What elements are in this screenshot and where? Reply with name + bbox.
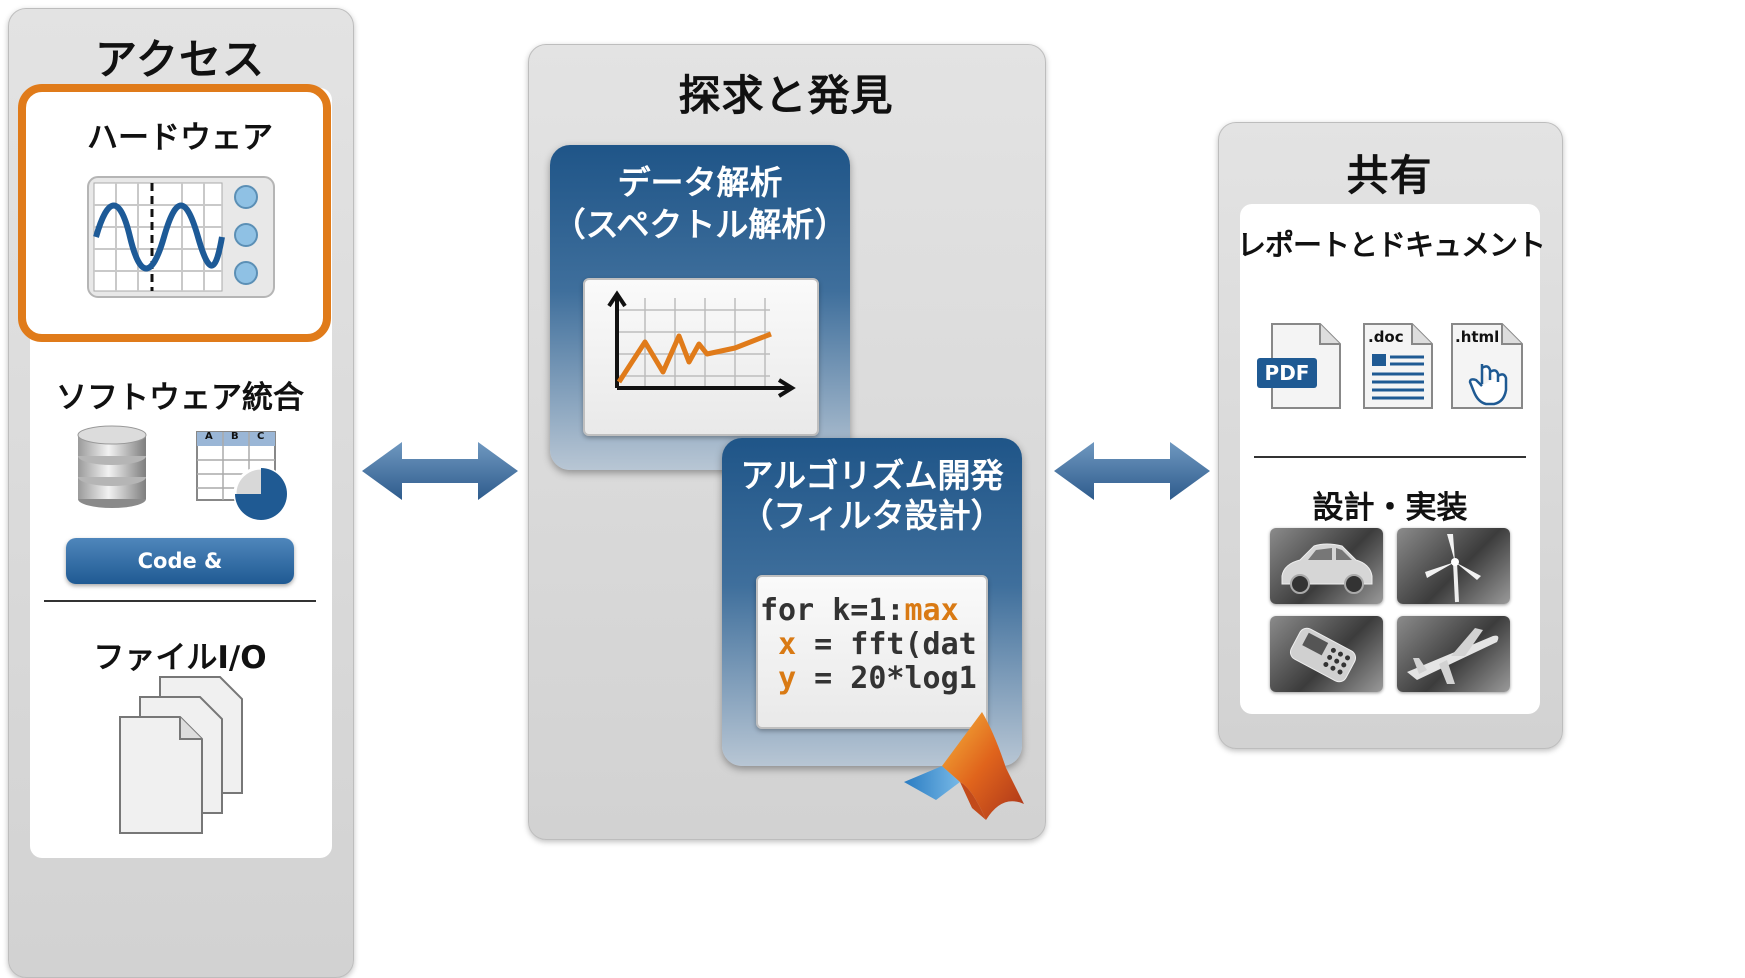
html-label: .html xyxy=(1455,328,1500,346)
doc-label: .doc xyxy=(1368,328,1404,346)
explore-title: 探求と発見 xyxy=(678,71,894,120)
html-document-icon xyxy=(1451,323,1523,409)
mobile-phone-icon xyxy=(1289,627,1357,683)
code-applications-button[interactable]: Code & Applications xyxy=(66,538,294,619)
data-analysis-title: データ解析 xyxy=(617,163,783,202)
double-arrow-left-icon xyxy=(362,442,518,500)
code-line-1: for k=1:max xyxy=(760,593,959,628)
oscilloscope-icon xyxy=(87,176,275,298)
file-io-label: ファイルI/O xyxy=(93,640,267,676)
design-implementation-label: 設計・実装 xyxy=(1312,490,1468,526)
car-icon xyxy=(1281,543,1373,594)
documents-stack-icon xyxy=(119,676,243,834)
algorithm-subtitle: （フィルタ設計） xyxy=(740,496,1004,535)
wind-turbine-icon xyxy=(1425,534,1481,603)
car-thumbnail xyxy=(1270,528,1383,604)
code-line-2: x = fft(dat xyxy=(778,627,977,662)
reports-label: レポートとドキュメント xyxy=(1236,228,1546,262)
access-title: アクセス xyxy=(95,35,265,84)
pdf-badge: PDF xyxy=(1257,358,1317,388)
access-divider xyxy=(44,600,316,602)
mobile-phone-thumbnail xyxy=(1270,616,1383,692)
table-header-b: B xyxy=(231,431,239,442)
hardware-label: ハードウェア xyxy=(87,120,273,156)
code-line-3: y = 20*log1 xyxy=(778,661,977,696)
table-header-c: C xyxy=(257,431,265,442)
spreadsheet-pie-icon xyxy=(196,431,289,522)
software-integration-label: ソフトウェア統合 xyxy=(56,380,304,416)
matlab-logo-icon xyxy=(904,712,1024,820)
line-chart-icon xyxy=(607,290,796,398)
double-arrow-right-icon xyxy=(1054,442,1210,500)
wind-turbine-thumbnail xyxy=(1397,528,1510,604)
table-header-a: A xyxy=(205,431,213,442)
airplane-thumbnail xyxy=(1397,616,1510,692)
data-analysis-subtitle: （スペクトル解析） xyxy=(552,205,848,244)
share-divider xyxy=(1254,456,1526,458)
database-icon xyxy=(77,425,147,508)
code-card: for k=1:max x = fft(dat y = 20*log1 xyxy=(756,575,988,729)
doc-document-icon xyxy=(1363,323,1433,409)
share-title: 共有 xyxy=(1346,151,1433,200)
airplane-icon xyxy=(1407,628,1499,684)
algorithm-title: アルゴリズム開発 xyxy=(740,456,1004,495)
